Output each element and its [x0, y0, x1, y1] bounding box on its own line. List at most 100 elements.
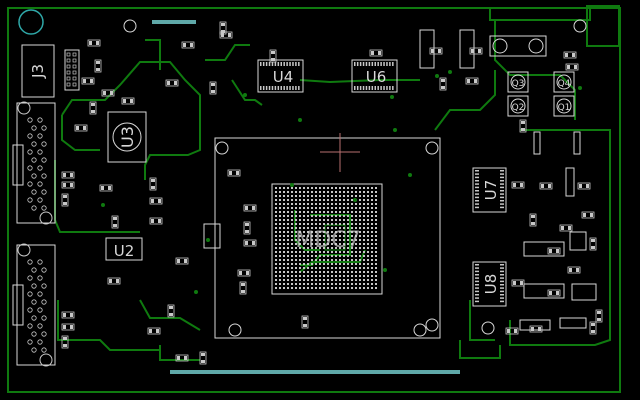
ic-pin: [475, 290, 479, 293]
q3-transistor[interactable]: Q3: [507, 71, 529, 93]
smd-pad: [63, 325, 66, 329]
connector-pin: [41, 157, 47, 163]
u3-component[interactable]: U3: [107, 111, 147, 163]
bga-ball: [319, 283, 321, 285]
bga-ball: [311, 251, 313, 253]
bga-ball: [307, 211, 309, 213]
bga-ball: [339, 287, 341, 289]
bga-ball: [279, 279, 281, 281]
bga-ball: [335, 195, 337, 197]
u6-component[interactable]: U6: [351, 59, 398, 93]
bga-ball: [339, 263, 341, 265]
smd-pad: [471, 49, 474, 53]
bga-ball: [331, 223, 333, 225]
bga-ball: [331, 231, 333, 233]
bga-ball: [323, 215, 325, 217]
bga-ball: [303, 247, 305, 249]
bga-ball: [283, 235, 285, 237]
bga-ball: [351, 199, 353, 201]
bga-ball: [327, 191, 329, 193]
bga-ball: [275, 267, 277, 269]
bga-ball: [283, 275, 285, 277]
bga-ball: [359, 255, 361, 257]
mdc7-component[interactable]: MDC7: [214, 137, 441, 339]
connector-pin: [31, 267, 37, 273]
bga-ball: [319, 203, 321, 205]
smd-pad: [467, 79, 470, 83]
bga-ball: [275, 187, 277, 189]
smd-pad: [556, 249, 559, 253]
q1-transistor[interactable]: Q1: [553, 95, 575, 117]
ic-pin: [371, 62, 374, 66]
bga-ball: [287, 283, 289, 285]
smd-pad: [514, 329, 517, 333]
bga-ball: [359, 199, 361, 201]
header-pin: [72, 76, 77, 81]
left-connector-upper[interactable]: [12, 101, 56, 225]
bga-ball: [347, 283, 349, 285]
bga-ball: [371, 223, 373, 225]
bga-ball: [307, 247, 309, 249]
bga-ball: [331, 287, 333, 289]
smd-pad: [579, 184, 582, 188]
bga-ball: [307, 251, 309, 253]
bga-ball: [295, 227, 297, 229]
smd-footprint: [175, 257, 189, 265]
u7-component[interactable]: U7: [472, 167, 507, 213]
bottom-edge-connector[interactable]: [170, 370, 460, 374]
inductor-top: [489, 35, 547, 57]
connector-pin: [27, 323, 33, 329]
bga-ball: [347, 231, 349, 233]
ic-pin: [475, 270, 479, 273]
bga-ball: [339, 187, 341, 189]
bga-ball: [291, 199, 293, 201]
u7-outline: [472, 167, 507, 213]
ic-pin: [365, 86, 368, 90]
bga-ball: [299, 247, 301, 249]
u8-component[interactable]: U8: [472, 261, 507, 307]
right-passives[interactable]: [203, 131, 597, 331]
bga-ball: [343, 235, 345, 237]
bga-ball: [327, 223, 329, 225]
u2-component[interactable]: U2: [105, 237, 143, 261]
bga-ball: [291, 227, 293, 229]
bga-ball: [371, 195, 373, 197]
smd-footprint: [563, 51, 577, 59]
bga-ball: [335, 187, 337, 189]
smd-pad: [70, 325, 73, 329]
bga-ball: [311, 195, 313, 197]
connector-mount: [39, 211, 53, 225]
smd-pad: [507, 329, 510, 333]
left-header-pins[interactable]: [64, 49, 80, 91]
top-connector-strip[interactable]: [152, 20, 196, 24]
ic-pin: [475, 267, 479, 269]
bga-ball: [343, 271, 345, 273]
bga-ball: [295, 203, 297, 205]
bga-ball: [355, 275, 357, 277]
smd-pad: [89, 41, 92, 45]
q2-transistor[interactable]: Q2: [507, 95, 529, 117]
bga-ball: [307, 259, 309, 261]
connector-pin: [37, 259, 43, 265]
mount-hole: [123, 19, 137, 33]
u4-outline: [257, 59, 304, 93]
bga-ball: [343, 191, 345, 193]
bga-ball: [303, 199, 305, 201]
mounting-hole-top-left[interactable]: [18, 9, 44, 35]
bga-ball: [351, 235, 353, 237]
u4-component[interactable]: U4: [257, 59, 304, 93]
left-connector-lower[interactable]: [12, 243, 56, 367]
q4-body: [556, 74, 572, 90]
bga-ball: [331, 243, 333, 245]
mounting-tab: [586, 5, 620, 47]
bga-ball: [311, 223, 313, 225]
bga-ball: [331, 283, 333, 285]
j3-connector[interactable]: J3: [21, 44, 55, 98]
bga-ball: [327, 275, 329, 277]
smd-pad: [158, 219, 161, 223]
q4-transistor[interactable]: Q4: [553, 71, 575, 93]
ic-pin: [500, 280, 504, 283]
top-right-parts[interactable]: [123, 19, 587, 335]
